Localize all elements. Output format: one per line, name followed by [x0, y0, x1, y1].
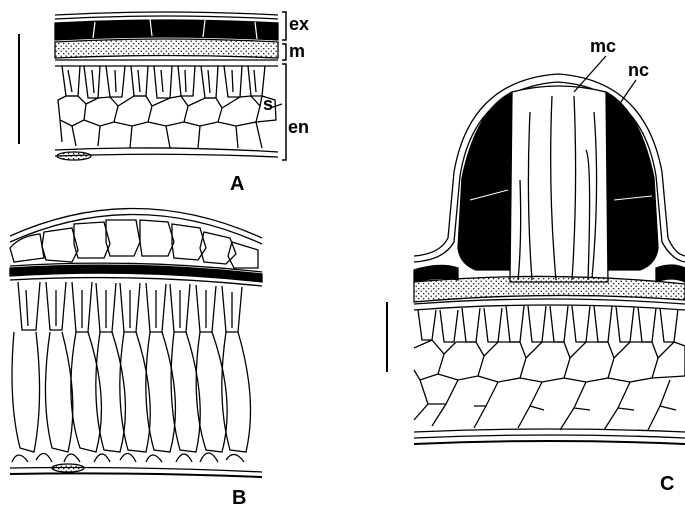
exotesta-layer	[55, 20, 278, 40]
hourglass-cells-b	[12, 332, 251, 452]
mesotesta-layer	[55, 39, 278, 58]
label-en: en	[288, 117, 309, 137]
panel-label-a: A	[230, 173, 244, 195]
panel-b	[10, 208, 262, 477]
label-m: m	[289, 41, 305, 61]
black-region-left	[458, 92, 512, 270]
panel-label-b: B	[232, 487, 246, 506]
label-mc: mc	[590, 36, 616, 56]
black-band-b	[10, 265, 262, 282]
black-region-right	[606, 92, 658, 270]
label-nc: nc	[628, 60, 649, 80]
mesotesta-c	[414, 276, 685, 302]
panel-a	[19, 12, 286, 160]
inner-cell	[510, 86, 608, 282]
label-ex: ex	[289, 14, 309, 34]
parenchyma-cells-c	[414, 340, 685, 430]
label-s: s	[263, 94, 273, 114]
panel-c	[387, 56, 685, 444]
palisade-cells-a	[62, 66, 265, 98]
mc-leader	[574, 56, 606, 92]
palisade-cells-b	[18, 282, 242, 332]
panel-label-c: C	[660, 473, 674, 495]
basal-cells-b	[12, 453, 244, 462]
parenchyma-cells-a	[58, 96, 276, 148]
palisade-cells-c	[418, 306, 678, 342]
